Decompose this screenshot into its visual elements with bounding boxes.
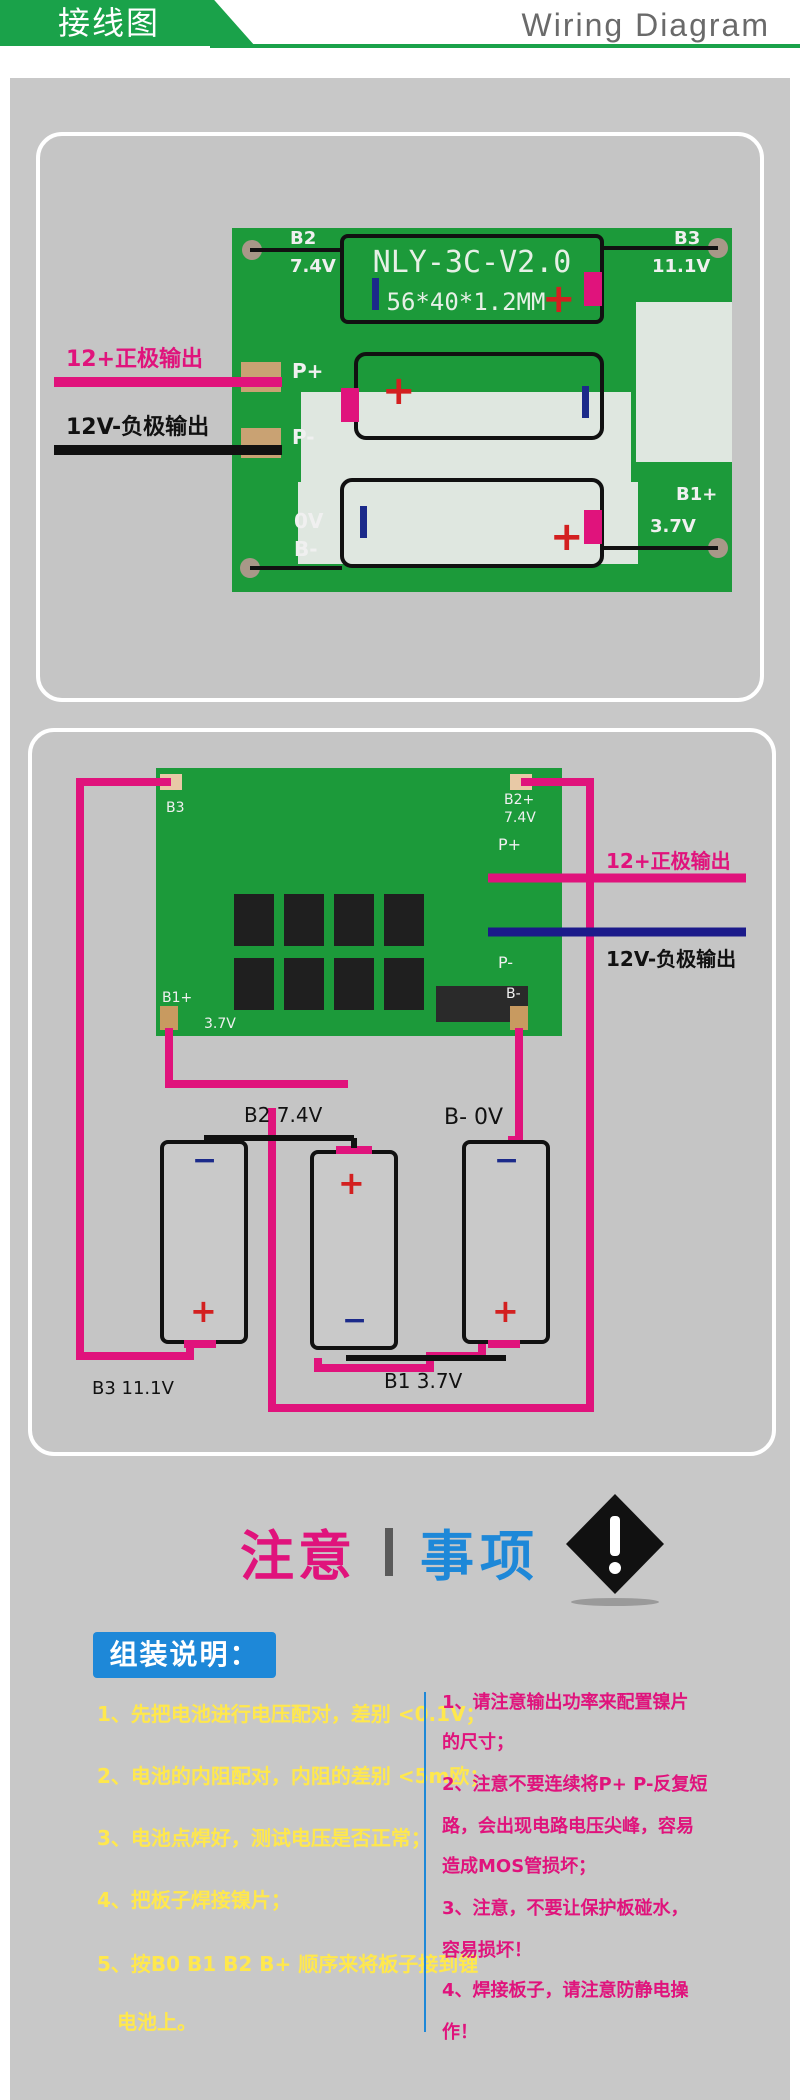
- node-label-b2: B2 7.4V: [244, 1103, 323, 1127]
- warning-icon: [566, 1494, 664, 1606]
- page-header: 接线图 Wiring Diagram: [0, 0, 800, 60]
- cell-3-tab: [584, 272, 602, 306]
- board-label-b2: B2+: [504, 792, 534, 808]
- battery-b1-tab: [488, 1340, 520, 1348]
- caution-line-2: 的尺寸；: [442, 1732, 514, 1753]
- notes-divider: [424, 1692, 426, 2032]
- white-area-right: [636, 302, 732, 462]
- header-underline: [210, 44, 800, 48]
- assembly-item-5: 5、按B0 B1 B2 B+ 顺序来将板子接到锂: [97, 1952, 479, 1976]
- pad-label-0v: 0V: [294, 509, 324, 533]
- caution-line-4: 路，会出现电路电压尖峰，容易: [442, 1816, 694, 1837]
- caution-line-6: 3、注意，不要让保护板碰水，: [442, 1898, 689, 1919]
- cell-1-minus: [582, 386, 589, 418]
- pad-label-7v4: 7.4V: [290, 256, 336, 277]
- pad-label-p-plus: P+: [292, 359, 323, 383]
- silk-size: 56*40*1.2MM: [387, 288, 546, 316]
- shunt-resistor-1: [436, 986, 486, 1022]
- cell-1-tab: [341, 388, 359, 422]
- cell-2-plus: +: [550, 514, 584, 560]
- pad-label-3v7: 3.7V: [650, 516, 696, 537]
- header-title-en: Wiring Diagram: [521, 7, 770, 43]
- battery-b2-minus: −: [342, 1303, 367, 1338]
- battery-b3-plus: +: [190, 1292, 217, 1330]
- pcb-top-view-diagram: NLY-3C-V2.0 56*40*1.2MM + + + B2 7.4V B3…: [54, 228, 732, 592]
- node-label-b3: B3 11.1V: [92, 1378, 175, 1399]
- cell-3-minus: [372, 278, 379, 310]
- caution-line-7: 容易损坏！: [442, 1940, 532, 1961]
- pad-label-b3: B3: [674, 228, 700, 249]
- positive-output-label: 12+正极输出: [66, 346, 203, 372]
- negative-output-label: 12V-负极输出: [66, 414, 209, 440]
- negative-output-label: 12V-负极输出: [606, 947, 736, 971]
- pad-label-b-minus: B-: [294, 537, 318, 561]
- assembly-item-3: 3、电池点焊好，测试电压是否正常；: [97, 1826, 431, 1850]
- silk-model: NLY-3C-V2.0: [373, 245, 572, 280]
- caution-line-1: 1、请注意输出功率来配置镍片: [442, 1692, 689, 1713]
- notes-title-divider: [385, 1528, 393, 1576]
- pad-b1-plus: [160, 1006, 178, 1030]
- battery-b2-tab: [336, 1146, 372, 1154]
- assembly-title-badge: 组装说明：: [93, 1632, 276, 1678]
- header-title-cn: 接线图: [58, 4, 161, 42]
- battery-b3-tab: [184, 1340, 216, 1348]
- battery-b3-minus: −: [192, 1143, 217, 1178]
- caution-line-9: 作！: [442, 2022, 478, 2043]
- cell-outline-2: [298, 482, 638, 564]
- board-label-p-plus: P+: [498, 835, 521, 854]
- header-tab: [0, 0, 255, 46]
- battery-b1-minus: −: [494, 1143, 519, 1178]
- battery-wiring-diagram: B3 B2+ 7.4V P+ P- B1+ 3.7V B- 12+正极输出 12…: [76, 768, 746, 1412]
- board-label-p-minus: P-: [498, 953, 513, 972]
- assembly-item-5-cont: 电池上。: [117, 2010, 197, 2034]
- cell-1-plus: +: [382, 368, 416, 414]
- caution-line-8: 4、焊接板子，请注意防静电操: [442, 1980, 689, 2001]
- board-label-7v4: 7.4V: [504, 810, 536, 826]
- positive-output-label: 12+正极输出: [606, 849, 731, 873]
- board-label-b-minus: B-: [506, 986, 521, 1002]
- mosfet-group: [234, 894, 424, 1010]
- notes-title-main: 注意: [240, 1525, 356, 1588]
- pad-label-b2: B2: [290, 228, 316, 249]
- battery-b1-plus: +: [492, 1292, 519, 1330]
- cell-2-tab: [584, 510, 602, 544]
- assembly-item-2: 2、电池的内阻配对，内阻的差别 <5m欧；: [97, 1764, 490, 1788]
- board-label-3v7: 3.7V: [204, 1016, 236, 1032]
- board-label-b1-plus: B1+: [162, 990, 192, 1006]
- pad-label-p-minus: P-: [292, 425, 315, 449]
- caution-line-3: 2、注意不要连续将P+ P-反复短: [442, 1774, 708, 1795]
- node-label-b1: B1 3.7V: [384, 1369, 463, 1393]
- pad-label-b1-plus: B1+: [676, 484, 717, 505]
- cell-3-plus: +: [542, 276, 576, 322]
- notes-title-sub: 事项: [420, 1525, 540, 1588]
- caution-line-5: 造成MOS管损坏；: [442, 1856, 597, 1877]
- battery-b2-plus: +: [338, 1164, 365, 1202]
- assembly-item-1: 1、先把电池进行电压配对，差别 <0.1V；: [97, 1702, 486, 1726]
- node-label-b-minus: B- 0V: [444, 1105, 503, 1130]
- assembly-item-4: 4、把板子焊接镍片；: [97, 1888, 291, 1912]
- cell-2-minus: [360, 506, 367, 538]
- board-label-b3: B3: [166, 800, 185, 816]
- pad-label-11v1: 11.1V: [652, 256, 710, 277]
- pad-b-minus: [510, 1006, 528, 1030]
